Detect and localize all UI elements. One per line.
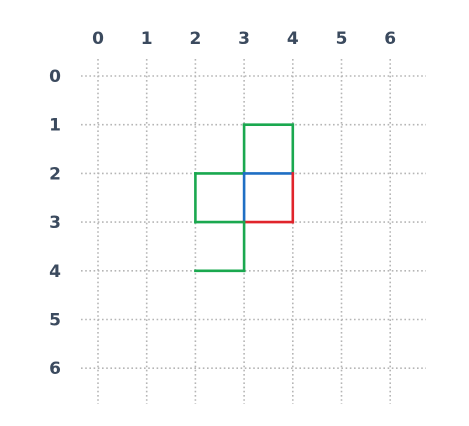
row-label: 0: [49, 67, 61, 87]
grid-lines: [81, 59, 426, 404]
row-labels: 0 1 2 3 4 5 6: [49, 67, 61, 379]
row-label: 3: [49, 213, 61, 233]
column-labels: 0 1 2 3 4 5 6: [92, 29, 396, 49]
row-label: 2: [49, 164, 61, 184]
row-label: 1: [49, 116, 61, 136]
row-label: 4: [49, 262, 61, 282]
column-label: 0: [92, 29, 104, 49]
column-label: 6: [384, 29, 396, 49]
column-label: 4: [287, 29, 299, 49]
row-label: 6: [49, 359, 61, 379]
path-segments: [194, 123, 295, 273]
column-label: 3: [238, 29, 250, 49]
column-label: 1: [141, 29, 153, 49]
column-label: 2: [189, 29, 201, 49]
row-label: 5: [49, 311, 61, 331]
column-label: 5: [336, 29, 348, 49]
